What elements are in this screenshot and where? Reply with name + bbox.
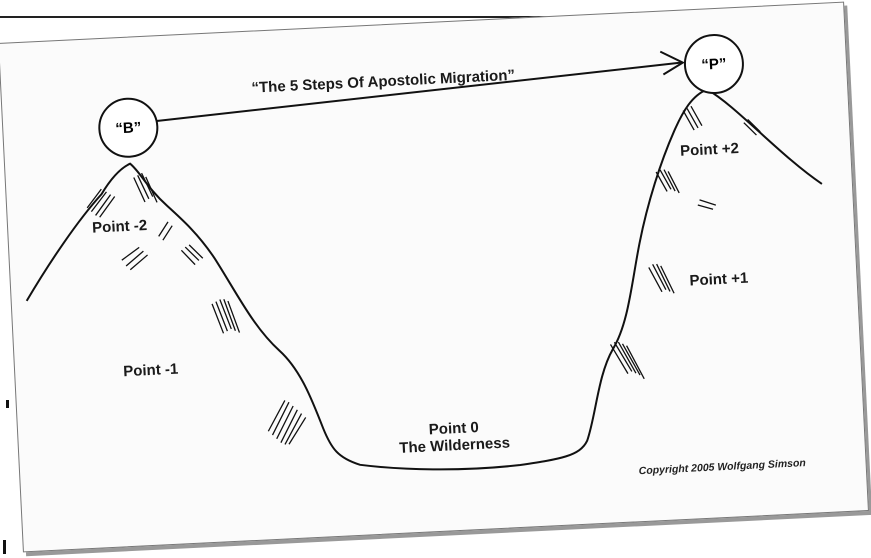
label-point-minus-2: Point -2 (91, 216, 148, 237)
arrow-line (150, 61, 681, 123)
left-slope-hatching (86, 172, 307, 445)
arrow-head (659, 50, 685, 76)
label-point-0: Point 0 The Wilderness (398, 417, 510, 457)
label-point-plus-1: Point +1 (689, 269, 749, 290)
label-point-plus-2: Point +2 (679, 139, 740, 160)
mountain-valley-drawing (25, 50, 823, 471)
right-slope-hatching (609, 105, 761, 380)
label-point-minus-1: Point -1 (122, 360, 179, 381)
top-rule (0, 16, 842, 18)
margin-mark (6, 400, 9, 408)
margin-mark (3, 540, 6, 554)
